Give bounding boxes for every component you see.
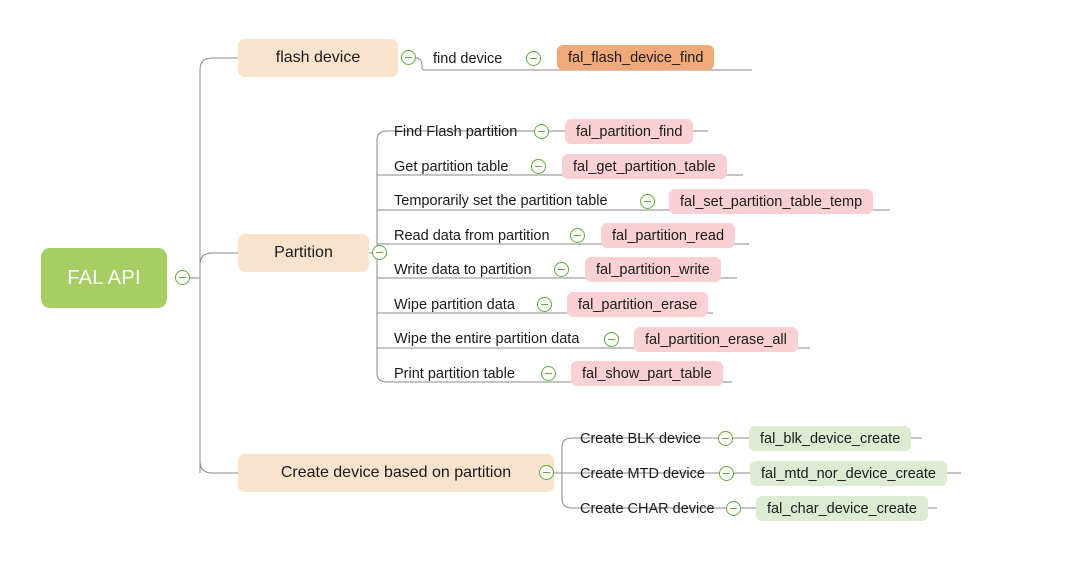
sub-item-label-print-partition-table[interactable]: Print partition table xyxy=(394,363,515,385)
sub-item-text: Create BLK device xyxy=(580,431,701,447)
sub-item-text: Read data from partition xyxy=(394,228,550,244)
api-pill-fal-partition-erase[interactable]: fal_partition_erase xyxy=(567,292,709,317)
root-node-label: FAL API xyxy=(67,266,141,289)
api-pill-fal-partition-find[interactable]: fal_partition_find xyxy=(565,119,694,144)
sub-item-label-write-data-to-partition[interactable]: Write data to partition xyxy=(394,259,532,281)
collapse-minus-icon-find-flash-partition[interactable] xyxy=(534,124,549,139)
api-pill-fal-blk-device-create[interactable]: fal_blk_device_create xyxy=(749,426,912,451)
collapse-minus-icon-create-char-device[interactable] xyxy=(726,501,741,516)
branch-node-create-device-based-on-partition[interactable]: Create device based on partition xyxy=(238,454,554,492)
api-pill-text: fal_get_partition_table xyxy=(573,158,716,175)
sub-item-label-wipe-entire-partition-data[interactable]: Wipe the entire partition data xyxy=(394,328,579,350)
sub-item-label-get-partition-table[interactable]: Get partition table xyxy=(394,156,508,178)
collapse-minus-icon-temporarily-set-partition-table[interactable] xyxy=(640,194,655,209)
sub-item-label-wipe-partition-data[interactable]: Wipe partition data xyxy=(394,294,515,316)
api-pill-text: fal_blk_device_create xyxy=(760,430,901,447)
connector-to-flash-device xyxy=(199,57,238,71)
collapse-minus-icon-print-partition-table[interactable] xyxy=(541,366,556,381)
branch-node-label: Partition xyxy=(274,244,333,261)
sub-item-text: Write data to partition xyxy=(394,262,532,278)
connector-to-partition xyxy=(199,252,238,266)
collapse-minus-icon-get-partition-table[interactable] xyxy=(531,159,546,174)
branch-node-label: Create device based on partition xyxy=(280,464,512,481)
root-node-fal-api[interactable]: FAL API xyxy=(41,248,167,308)
collapse-minus-icon-root[interactable] xyxy=(175,270,190,285)
api-pill-fal-set-partition-table-temp[interactable]: fal_set_partition_table_temp xyxy=(669,189,874,214)
api-pill-text: fal_partition_write xyxy=(596,261,710,278)
sub-item-text: Temporarily set the partition table xyxy=(394,193,608,209)
collapse-minus-icon-wipe-partition-data[interactable] xyxy=(537,297,552,312)
api-pill-fal-partition-erase-all[interactable]: fal_partition_erase_all xyxy=(634,327,798,352)
collapse-minus-icon-find-device[interactable] xyxy=(526,51,541,66)
connector-to-create-device xyxy=(199,460,238,474)
collapse-minus-icon-wipe-entire-partition-data[interactable] xyxy=(604,332,619,347)
collapse-minus-icon-flash-device[interactable] xyxy=(401,50,416,65)
api-pill-text: fal_set_partition_table_temp xyxy=(680,193,863,210)
collapse-minus-icon-create-mtd-device[interactable] xyxy=(719,466,734,481)
sub-item-text: Print partition table xyxy=(394,366,515,382)
sub-item-label-find-device[interactable]: find device xyxy=(433,48,502,70)
collapse-minus-icon-read-data-from-partition[interactable] xyxy=(570,228,585,243)
sub-item-text: find device xyxy=(433,51,503,67)
api-pill-fal-char-device-create[interactable]: fal_char_device_create xyxy=(756,496,928,521)
api-pill-text: fal_flash_device_find xyxy=(568,49,704,66)
collapse-minus-icon-partition[interactable] xyxy=(372,245,387,260)
api-pill-text: fal_partition_erase xyxy=(578,296,698,313)
api-pill-text: fal_mtd_nor_device_create xyxy=(761,465,936,482)
api-pill-fal-mtd-nor-device-create[interactable]: fal_mtd_nor_device_create xyxy=(750,461,947,486)
sub-item-label-find-flash-partition[interactable]: Find Flash partition xyxy=(394,121,517,143)
sub-item-text: Create CHAR device xyxy=(580,501,715,517)
api-pill-text: fal_show_part_table xyxy=(582,365,712,382)
api-pill-text: fal_partition_read xyxy=(612,227,725,244)
api-pill-fal-show-part-table[interactable]: fal_show_part_table xyxy=(571,361,723,386)
api-pill-text: fal_char_device_create xyxy=(767,500,917,517)
sub-item-text: Find Flash partition xyxy=(394,124,518,140)
sub-item-label-read-data-from-partition[interactable]: Read data from partition xyxy=(394,225,550,247)
api-pill-text: fal_partition_erase_all xyxy=(645,331,787,348)
sub-item-text: Get partition table xyxy=(394,159,509,175)
api-pill-fal-flash-device-find[interactable]: fal_flash_device_find xyxy=(557,45,715,70)
api-pill-fal-partition-read[interactable]: fal_partition_read xyxy=(601,223,736,248)
api-pill-fal-partition-write[interactable]: fal_partition_write xyxy=(585,257,721,282)
api-pill-text: fal_partition_find xyxy=(576,123,683,140)
api-pill-fal-get-partition-table[interactable]: fal_get_partition_table xyxy=(562,154,727,179)
collapse-minus-icon-create-device[interactable] xyxy=(539,465,554,480)
branch-node-flash-device[interactable]: flash device xyxy=(238,39,398,77)
sub-item-text: Wipe partition data xyxy=(394,297,515,313)
sub-item-text: Create MTD device xyxy=(580,466,705,482)
sub-item-text: Wipe the entire partition data xyxy=(394,331,580,347)
sub-item-label-temporarily-set-partition-table[interactable]: Temporarily set the partition table xyxy=(394,190,608,212)
sub-item-label-create-char-device[interactable]: Create CHAR device xyxy=(580,498,715,520)
sub-item-label-create-mtd-device[interactable]: Create MTD device xyxy=(580,463,705,485)
collapse-minus-icon-write-data-to-partition[interactable] xyxy=(554,262,569,277)
collapse-minus-icon-create-blk-device[interactable] xyxy=(718,431,733,446)
branch-node-label: flash device xyxy=(275,49,361,66)
sub-item-label-create-blk-device[interactable]: Create BLK device xyxy=(580,428,701,450)
branch-node-partition[interactable]: Partition xyxy=(238,234,369,272)
